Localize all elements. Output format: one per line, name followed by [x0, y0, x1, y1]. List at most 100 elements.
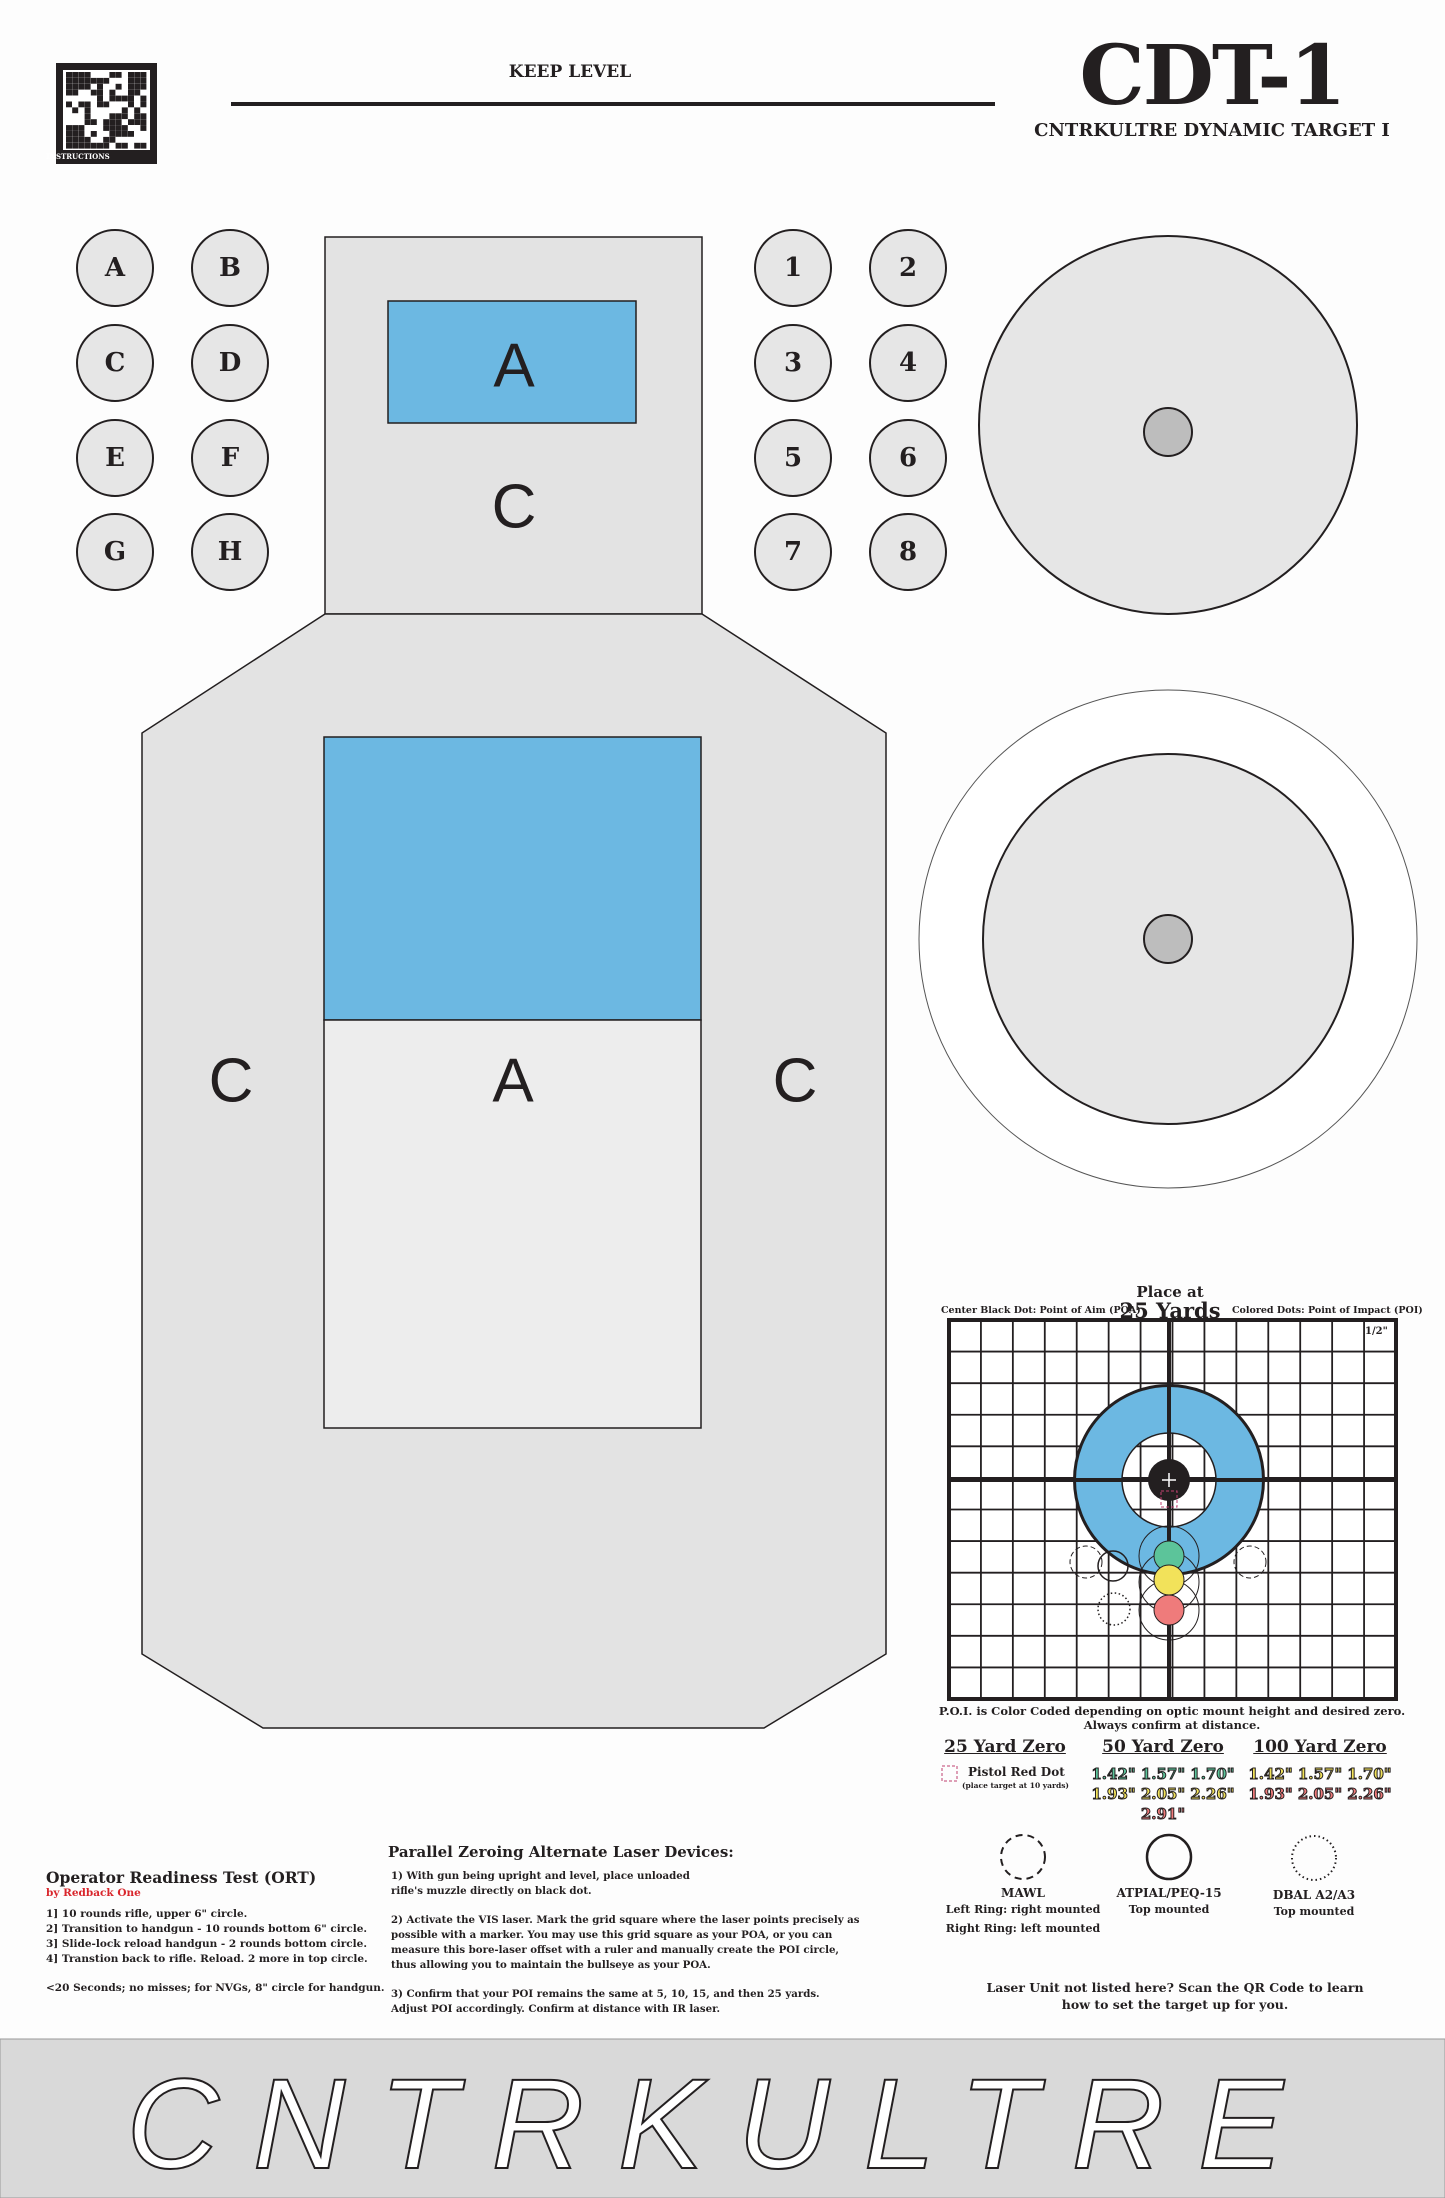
letter-circle: F	[191, 419, 269, 497]
poi-caption: Colored Dots: Point of Impact (POI)	[1232, 1305, 1423, 1316]
peq15-line1: Top mounted	[1128, 1903, 1210, 1916]
pistol-red-dot-icon	[941, 1765, 958, 1782]
zero-50-row3: 2.91"	[1140, 1804, 1186, 1824]
value: 2.05"	[1297, 1785, 1343, 1804]
parallel-steps: 1) With gun being upright and level, pla…	[391, 1869, 860, 2017]
peq15-ring	[1097, 1550, 1129, 1582]
place-at-label: Place at	[1136, 1283, 1204, 1301]
letter-circle: D	[191, 324, 269, 402]
parallel-text: 3) Confirm that your POI remains the sam…	[391, 1988, 820, 2000]
pistol-red-dot-marker	[1160, 1490, 1178, 1508]
dbal-icon	[1291, 1835, 1337, 1881]
ort-step: 2] Transition to handgun - 10 rounds bot…	[46, 1923, 368, 1935]
number-circle: 7	[754, 513, 832, 591]
body-c-right-label: C	[772, 1046, 818, 1116]
zero-25-heading: 25 Yard Zero	[944, 1737, 1066, 1757]
letter-circle: C	[76, 324, 154, 402]
number-circle: 6	[869, 419, 947, 497]
parallel-text: 1) With gun being upright and level, pla…	[391, 1870, 690, 1882]
peq15-name: ATPIAL/PEQ-15	[1116, 1886, 1222, 1900]
zero-rings	[949, 1320, 1396, 1699]
number-circle: 4	[869, 324, 947, 402]
head-c-label: C	[491, 472, 537, 542]
ort-step: 3] Slide-lock reload handgun - 2 rounds …	[46, 1938, 368, 1950]
value: 1.93"	[1248, 1785, 1293, 1804]
target-subtitle: CNTRKULTRE DYNAMIC TARGET I	[1034, 120, 1390, 141]
parallel-text: rifle's muzzle directly on black dot.	[391, 1885, 592, 1897]
dbal-name: DBAL A2/A3	[1272, 1888, 1356, 1902]
head-a-label: A	[493, 331, 535, 401]
mawl-icon	[1000, 1834, 1046, 1880]
poa-caption: Center Black Dot: Point of Aim (POA)	[941, 1305, 1141, 1316]
mawl-name: MAWL	[1001, 1886, 1045, 1900]
letter-circle: B	[191, 229, 269, 307]
head-a-zone	[387, 300, 637, 424]
peq15-icon	[1145, 1833, 1193, 1881]
parallel-text: 2) Activate the VIS laser. Mark the grid…	[391, 1914, 860, 1926]
pistol-red-dot-label: Pistol Red Dot	[968, 1765, 1065, 1779]
poi-note-2: Always confirm at distance.	[1083, 1718, 1261, 1732]
poi-yellow-dot	[1153, 1564, 1185, 1596]
value: 1.57"	[1297, 1765, 1343, 1784]
laser-note-2: how to set the target up for you.	[1061, 1997, 1289, 2012]
value: 1.57"	[1140, 1765, 1186, 1784]
head-zone	[324, 236, 703, 615]
value: 1.70"	[1347, 1765, 1392, 1784]
value: 1.93"	[1091, 1785, 1136, 1804]
mawl-line1: Left Ring: right mounted	[945, 1903, 1101, 1916]
dbal-ring	[1097, 1592, 1131, 1626]
letter-circle: H	[191, 513, 269, 591]
value: 2.91"	[1140, 1805, 1186, 1824]
ort-footer: <20 Seconds; no misses; for NVGs, 8" cir…	[46, 1982, 385, 1994]
target-title: CDT-1	[1079, 28, 1347, 124]
zero-100-heading: 100 Yard Zero	[1253, 1737, 1387, 1757]
ort-step: 1] 10 rounds rifle, upper 6" circle.	[46, 1908, 248, 1920]
keep-level-label: KEEP LEVEL	[508, 62, 632, 82]
mawl-line2: Right Ring: left mounted	[945, 1922, 1101, 1935]
number-circle: 8	[869, 513, 947, 591]
qr-label: INSTRUCTIONS	[46, 152, 110, 161]
mawl-left-ring	[1069, 1545, 1103, 1579]
value: 2.05"	[1140, 1785, 1186, 1804]
parallel-text: thus allowing you to maintain the bullse…	[391, 1959, 711, 1971]
body-a-lower	[323, 1019, 702, 1429]
poi-note-1: P.O.I. is Color Coded depending on optic…	[938, 1704, 1406, 1718]
zero-50-row2: 1.93" 2.05" 2.26"	[1091, 1784, 1235, 1804]
value: 1.42"	[1248, 1765, 1293, 1784]
parallel-text: possible with a marker. You may use this…	[391, 1929, 833, 1941]
poi-red-dot	[1153, 1594, 1185, 1626]
dbal-line1: Top mounted	[1273, 1905, 1355, 1918]
ort-step: 4] Transtion back to rifle. Reload. 2 mo…	[46, 1953, 368, 1965]
distance-label: 25 Yards	[1119, 1298, 1221, 1323]
zero-grid	[947, 1318, 1398, 1701]
laser-note-1: Laser Unit not listed here? Scan the QR …	[986, 1980, 1364, 1995]
brand-band	[0, 2038, 1445, 2198]
number-circle: 5	[754, 419, 832, 497]
number-circle: 1	[754, 229, 832, 307]
ort-steps: 1] 10 rounds rifle, upper 6" circle. 2] …	[46, 1907, 385, 1996]
value: 2.26"	[1347, 1785, 1392, 1804]
upper-aim-dot	[1143, 407, 1193, 457]
lower-aim-dot	[1143, 914, 1193, 964]
grid-scale-label: 1/2"	[1365, 1326, 1388, 1337]
parallel-text: Adjust POI accordingly. Confirm at dista…	[391, 2003, 721, 2015]
letter-circle: A	[76, 229, 154, 307]
parallel-title: Parallel Zeroing Alternate Laser Devices…	[388, 1843, 734, 1861]
ort-author: by Redback One	[46, 1887, 141, 1899]
zero-50-row1: 1.42" 1.57" 1.70"	[1091, 1764, 1235, 1784]
letter-circle: E	[76, 419, 154, 497]
number-circle: 2	[869, 229, 947, 307]
body-c-left-label: C	[208, 1046, 254, 1116]
letter-circle: G	[76, 513, 154, 591]
zero-100-row1: 1.42" 1.57" 1.70"	[1248, 1764, 1392, 1784]
zero-100-row2: 1.93" 2.05" 2.26"	[1248, 1784, 1392, 1804]
body-a-label: A	[492, 1046, 534, 1116]
pistol-red-dot-sub: (place target at 10 yards)	[962, 1781, 1069, 1790]
number-circle: 3	[754, 324, 832, 402]
body-a-upper	[323, 736, 702, 1021]
ort-title: Operator Readiness Test (ORT)	[46, 1868, 317, 1887]
value: 1.42"	[1091, 1765, 1136, 1784]
parallel-text: measure this bore-laser offset with a ru…	[391, 1944, 839, 1956]
